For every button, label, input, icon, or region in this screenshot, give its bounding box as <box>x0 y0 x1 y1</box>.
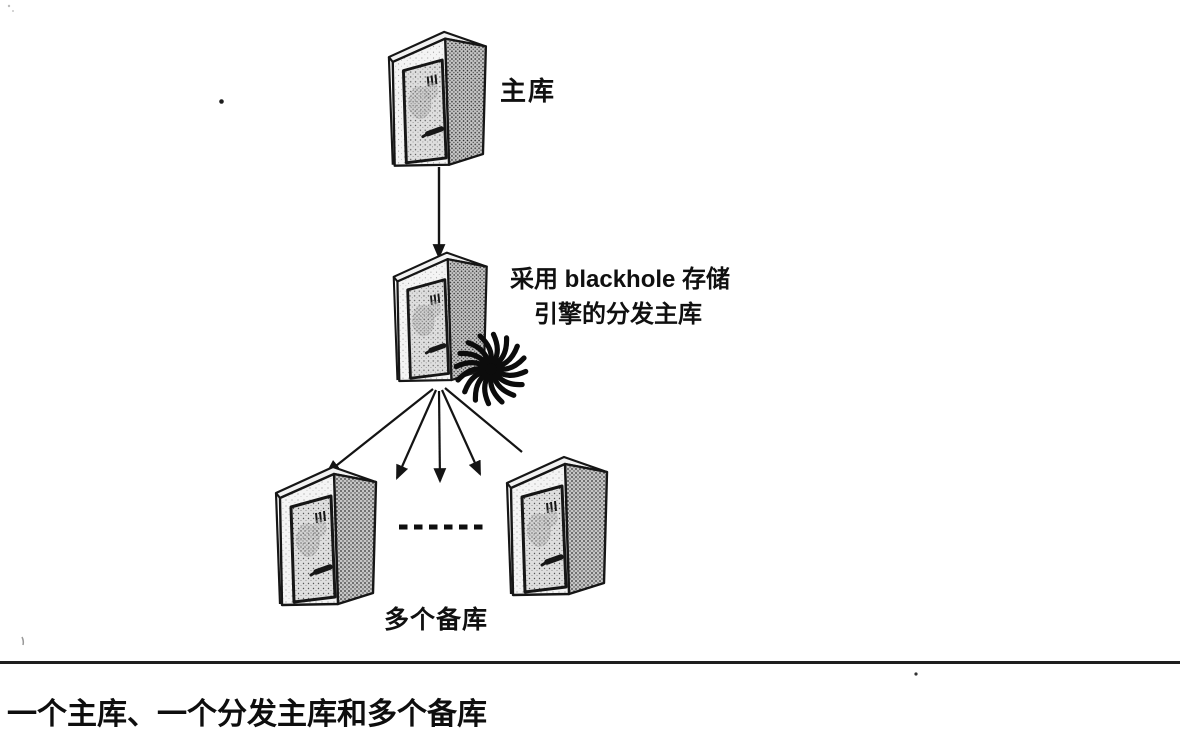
slaves-label: 多个备库 <box>384 606 489 634</box>
distribution-master-label-line2: 引擎的分发主库 <box>534 301 702 328</box>
slave-server-right-icon <box>507 457 607 595</box>
slave-server-left-icon <box>276 467 376 605</box>
figure-caption: 一个主库、一个分发主库和多个备库 <box>7 698 487 731</box>
fan-arrow-3 <box>433 390 447 484</box>
fan-arrow-1 <box>325 388 434 475</box>
blackhole-icon <box>456 334 525 403</box>
master-server-icon <box>389 32 486 166</box>
distribution-master-label: 采用 blackhole 存储 引擎的分发主库 <box>510 262 731 332</box>
fan-arrow-2 <box>395 389 438 480</box>
fan-arrow-4 <box>440 389 482 476</box>
distributor-to-slaves-arrows <box>325 387 523 484</box>
distribution-master-label-line1: 采用 blackhole 存储 <box>510 266 731 293</box>
fan-arrow-5 <box>444 387 523 453</box>
scan-specks <box>7 4 918 676</box>
master-label: 主库 <box>500 76 557 106</box>
